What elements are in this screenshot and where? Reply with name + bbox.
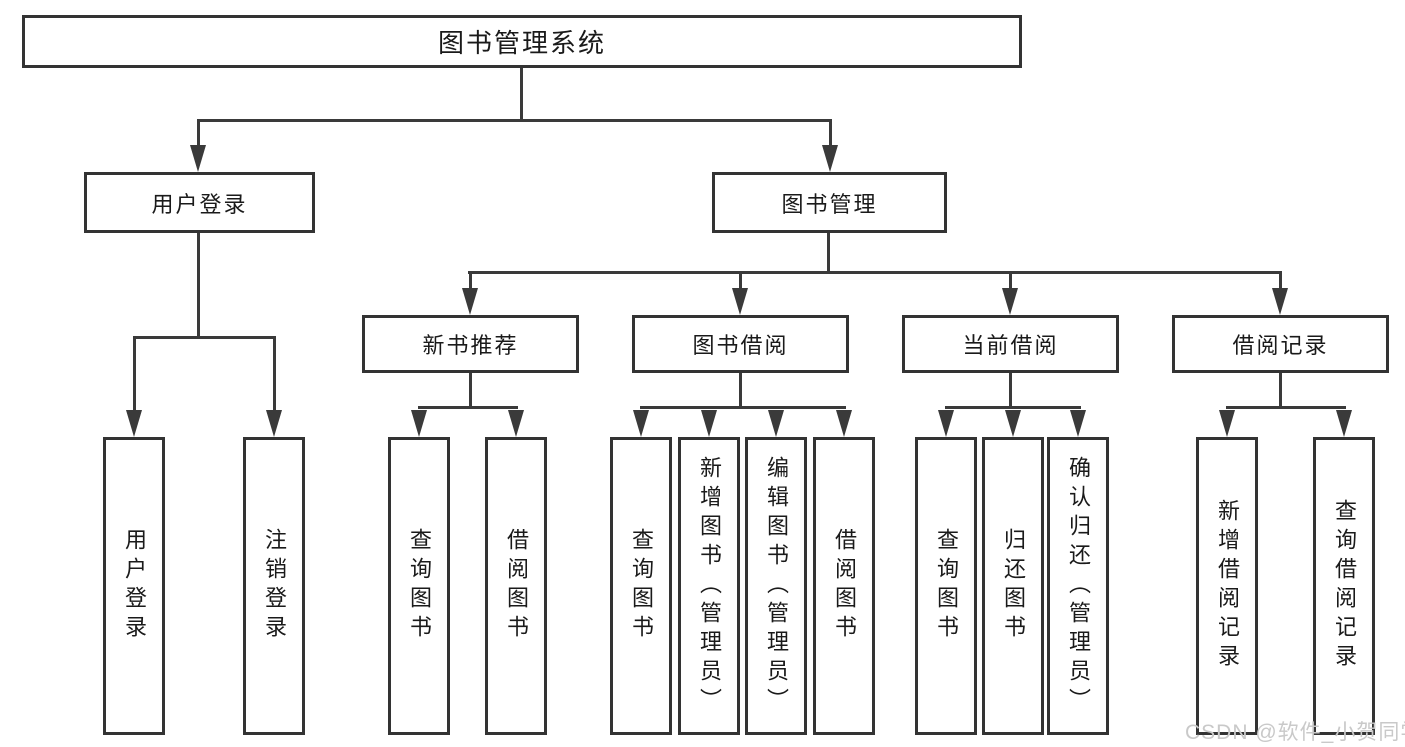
connector-vline (197, 233, 200, 339)
connector-vline (273, 336, 276, 411)
node-book-mgmt: 图书管理 (712, 172, 947, 233)
leaf-label: 新增图书（管理员） (697, 455, 722, 717)
leaf-logout: 注销登录 (243, 437, 305, 735)
connector-hline (468, 271, 1282, 274)
connector-vline (1279, 271, 1282, 289)
leaf-label: 查询图书 (407, 528, 432, 644)
leaf-edit-book-admin: 编辑图书（管理员） (745, 437, 807, 735)
arrow-down-icon (822, 145, 838, 172)
arrow-down-icon (1070, 410, 1086, 437)
leaf-return-book: 归还图书 (982, 437, 1044, 735)
connector-vline (829, 119, 832, 147)
connector-vline (520, 68, 523, 122)
leaf-label: 借阅图书 (832, 528, 857, 644)
connector-vline (469, 271, 472, 289)
connector-vline (469, 373, 472, 409)
leaf-query-borrow-record: 查询借阅记录 (1313, 437, 1375, 735)
arrow-down-icon (1336, 410, 1352, 437)
node-new-book-recommend: 新书推荐 (362, 315, 579, 373)
arrow-down-icon (836, 410, 852, 437)
connector-hline (197, 119, 831, 122)
connector-vline (1009, 271, 1012, 289)
leaf-user-login: 用户登录 (103, 437, 165, 735)
arrow-down-icon (938, 410, 954, 437)
connector-hline (418, 406, 518, 409)
arrow-down-icon (633, 410, 649, 437)
leaf-borrow-books-2: 借阅图书 (813, 437, 875, 735)
leaf-add-book-admin: 新增图书（管理员） (678, 437, 740, 735)
watermark: CSDN @软件_小贺同学 (1185, 721, 1405, 744)
connector-hline (640, 406, 846, 409)
arrow-down-icon (126, 410, 142, 437)
leaf-query-books-3: 查询图书 (915, 437, 977, 735)
node-root: 图书管理系统 (22, 15, 1022, 68)
connector-vline (739, 271, 742, 289)
leaf-label: 归还图书 (1001, 528, 1026, 644)
connector-vline (133, 336, 136, 411)
connector-vline (1279, 373, 1282, 409)
node-new-book-recommend-label: 新书推荐 (422, 333, 519, 358)
leaf-label: 查询图书 (934, 528, 959, 644)
leaf-label: 新增借阅记录 (1215, 499, 1240, 673)
leaf-borrow-books-1: 借阅图书 (485, 437, 547, 735)
leaf-label: 注销登录 (262, 528, 287, 644)
arrow-down-icon (1219, 410, 1235, 437)
leaf-confirm-return-admin: 确认归还（管理员） (1047, 437, 1109, 735)
arrow-down-icon (1002, 288, 1018, 315)
leaf-query-books-2: 查询图书 (610, 437, 672, 735)
arrow-down-icon (1272, 288, 1288, 315)
node-book-borrow-label: 图书借阅 (692, 333, 789, 358)
leaf-query-books-1: 查询图书 (388, 437, 450, 735)
leaf-label: 编辑图书（管理员） (764, 455, 789, 717)
node-borrow-records-label: 借阅记录 (1232, 333, 1329, 358)
connector-hline (1226, 406, 1346, 409)
connector-hline (945, 406, 1081, 409)
arrow-down-icon (701, 410, 717, 437)
node-root-label: 图书管理系统 (437, 28, 606, 58)
arrow-down-icon (266, 410, 282, 437)
connector-vline (197, 119, 200, 147)
leaf-add-borrow-record: 新增借阅记录 (1196, 437, 1258, 735)
node-current-borrow-label: 当前借阅 (962, 333, 1059, 358)
connector-hline (133, 336, 276, 339)
arrow-down-icon (732, 288, 748, 315)
connector-vline (1009, 373, 1012, 409)
arrow-down-icon (508, 410, 524, 437)
arrow-down-icon (462, 288, 478, 315)
leaf-label: 查询借阅记录 (1332, 499, 1357, 673)
node-user-login: 用户登录 (84, 172, 315, 233)
arrow-down-icon (1005, 410, 1021, 437)
leaf-label: 用户登录 (122, 528, 147, 644)
node-book-mgmt-label: 图书管理 (781, 191, 878, 217)
arrow-down-icon (190, 145, 206, 172)
arrow-down-icon (411, 410, 427, 437)
leaf-label: 借阅图书 (504, 528, 529, 644)
connector-vline (739, 373, 742, 409)
leaf-label: 确认归还（管理员） (1066, 455, 1091, 717)
node-book-borrow: 图书借阅 (632, 315, 849, 373)
node-borrow-records: 借阅记录 (1172, 315, 1389, 373)
arrow-down-icon (768, 410, 784, 437)
node-current-borrow: 当前借阅 (902, 315, 1119, 373)
node-user-login-label: 用户登录 (151, 191, 248, 217)
leaf-label: 查询图书 (629, 528, 654, 644)
connector-vline (827, 233, 830, 274)
